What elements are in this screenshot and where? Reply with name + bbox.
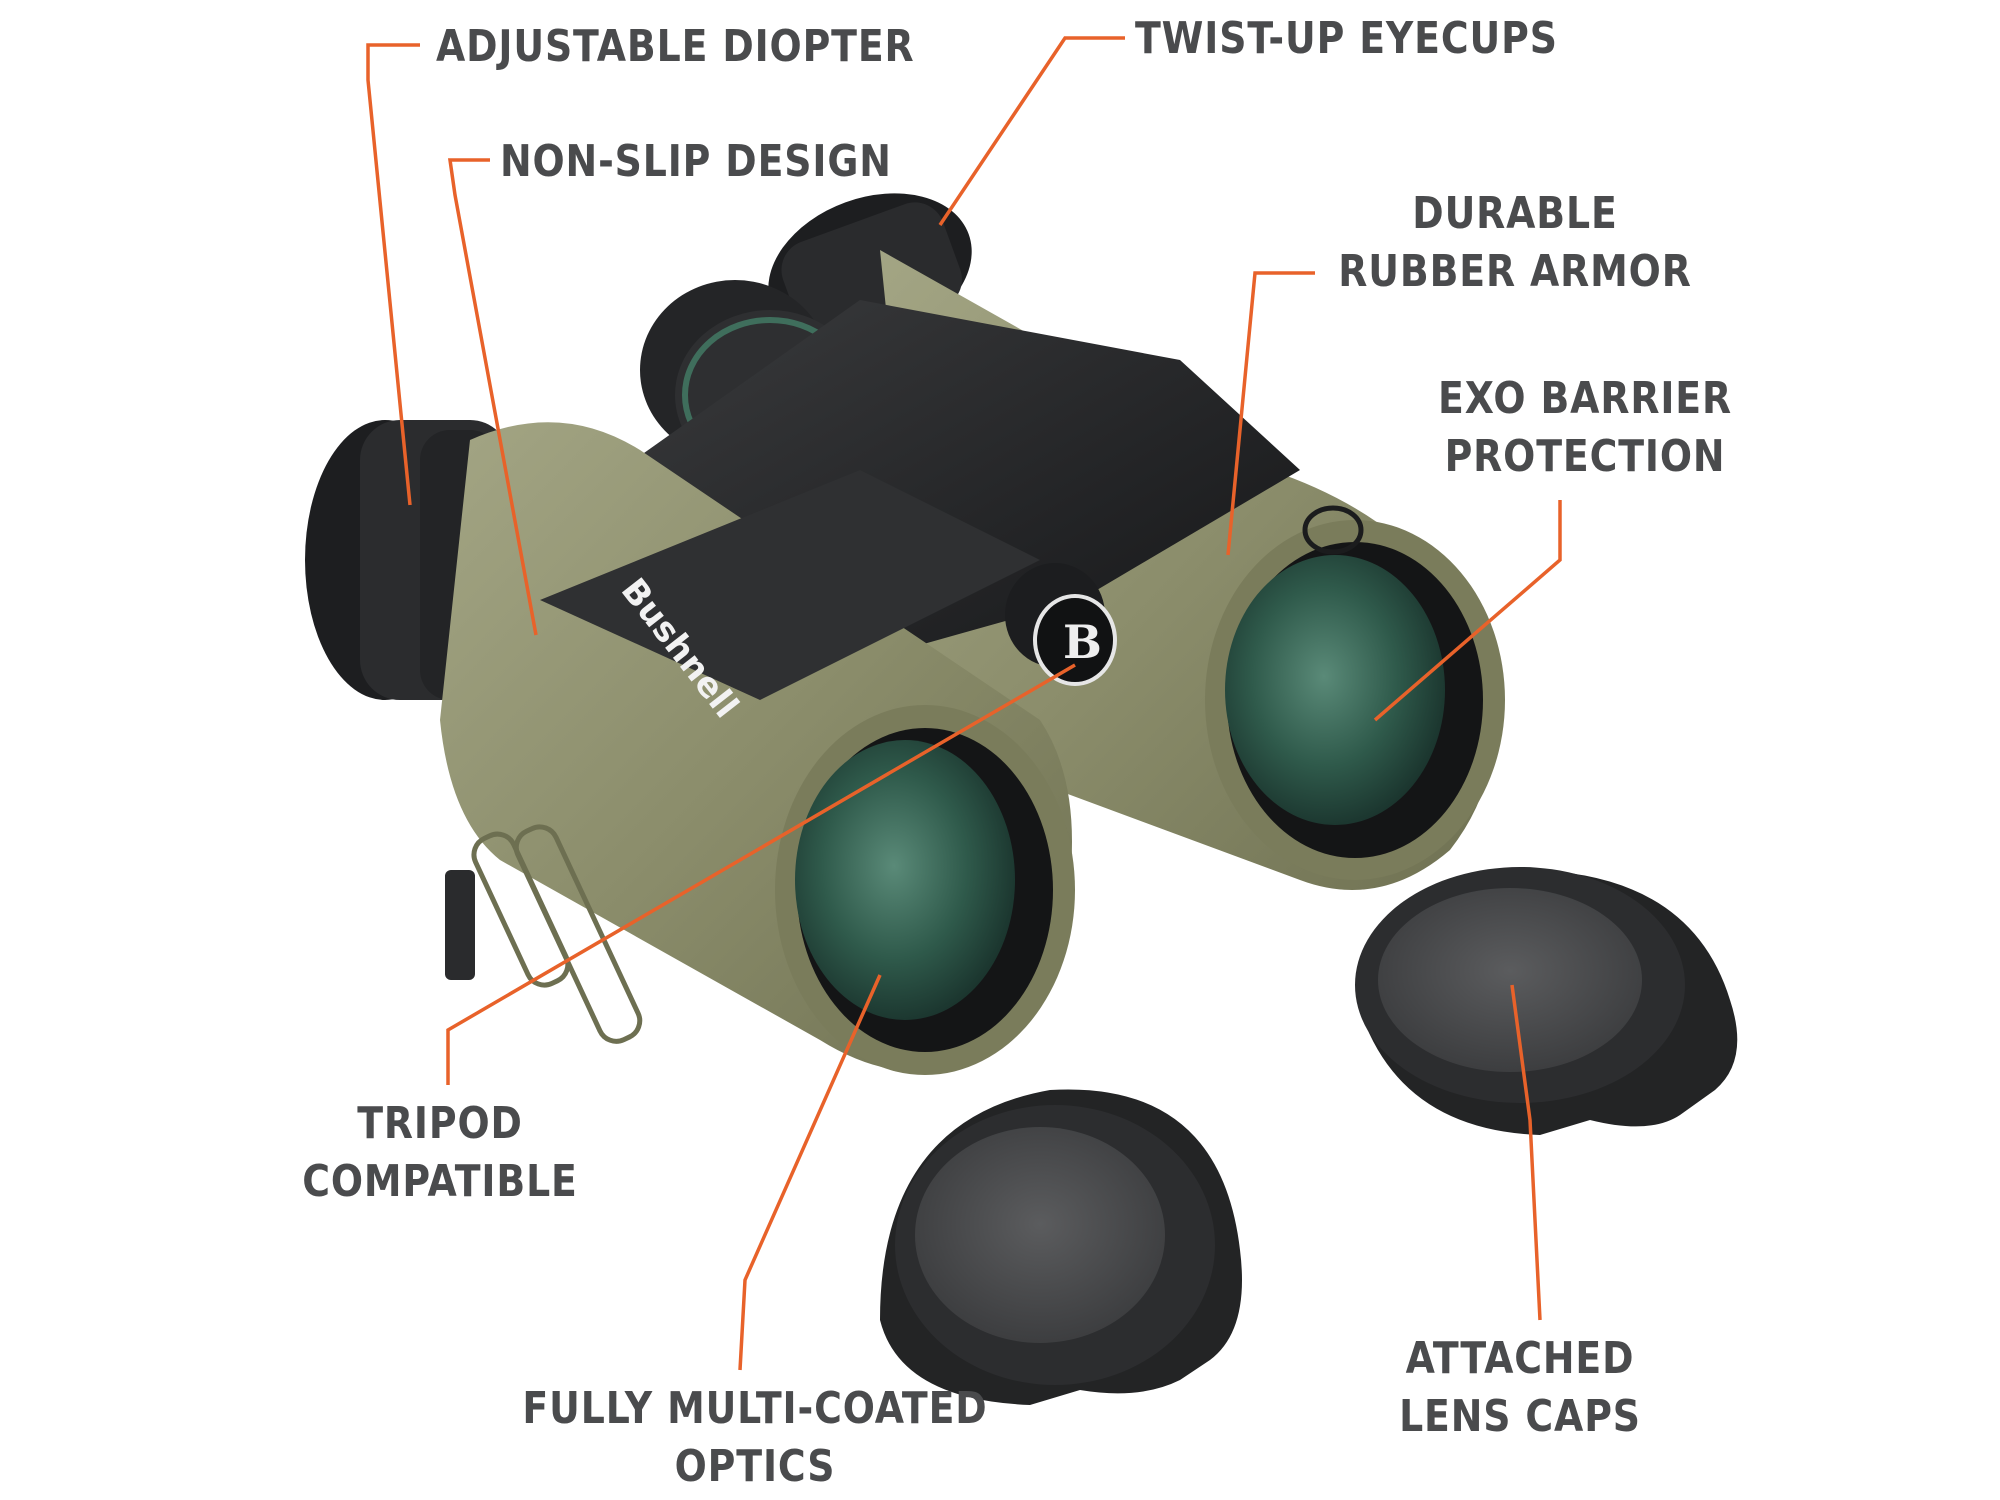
logo-knob-glyph: B [1063,615,1102,669]
label-durable-rubber-armor: DURABLE RUBBER ARMOR [1338,188,1692,297]
label-twist-up-eyecups: TWIST-UP EYECUPS [1135,13,1558,64]
callout-line-adjustable-diopter [366,43,420,506]
side-logo-emblem [1302,505,1364,555]
left-lens-cap [880,1089,1242,1405]
right-objective-lens [1205,520,1505,880]
label-non-slip-design: NON-SLIP DESIGN [500,136,892,187]
callout-line-exo-barrier [1373,500,1562,722]
label-attached-lens-caps: ATTACHED LENS CAPS [1399,1333,1641,1442]
brand-plate [540,470,1040,700]
label-adjustable-diopter: ADJUSTABLE DIOPTER [436,21,915,72]
callout-line-tripod-compatible [446,663,1076,1085]
callout-line-non-slip-design [447,158,538,636]
label-fully-multi-coated-optics: FULLY MULTI-COATED OPTICS [522,1383,988,1492]
strap-lug [445,870,475,980]
callout-line-attached-lens-caps [1510,984,1542,1321]
callout-line-durable-rubber-armor [1226,271,1315,556]
label-exo-barrier-protection: EXO BARRIER PROTECTION [1438,373,1732,482]
callout-lines [366,36,1562,1371]
logo-knob [1005,563,1117,686]
label-tripod-compatible: TRIPOD COMPATIBLE [302,1098,578,1207]
callout-line-multi-coated-optics [738,974,882,1371]
callout-line-twist-up-eyecups [938,36,1125,226]
grip-ridges [471,824,643,1044]
left-objective-lens [775,705,1075,1075]
right-lens-cap [1355,867,1738,1135]
